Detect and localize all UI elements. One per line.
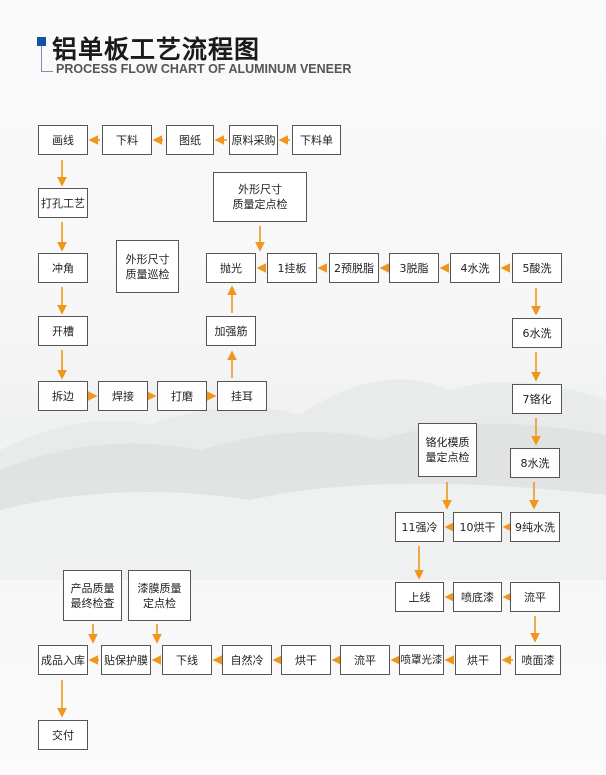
step-qiangleng: 11强冷 (395, 512, 444, 542)
step-honggan10: 10烘干 (453, 512, 502, 542)
step-shuixi6: 6水洗 (512, 318, 562, 348)
step-huaxian: 画线 (38, 125, 88, 155)
step-yutuozhi: 2预脱脂 (329, 253, 379, 283)
step-pendiqi: 喷底漆 (453, 582, 502, 612)
step-liuping1: 流平 (510, 582, 560, 612)
step-penmian: 喷面漆 (515, 645, 561, 675)
step-dakong: 打孔工艺 (38, 188, 88, 218)
step-shuixi4: 4水洗 (450, 253, 500, 283)
step-gehua: 7铬化 (512, 384, 562, 414)
step-shuixi8: 8水洗 (510, 448, 560, 478)
step-guaban: 1挂板 (267, 253, 317, 283)
step-xiaxian: 下线 (162, 645, 212, 675)
page-subtitle: PROCESS FLOW CHART OF ALUMINUM VENEER (56, 62, 352, 76)
step-tiemo: 贴保护膜 (101, 645, 151, 675)
title-accent-square (37, 37, 46, 46)
inspection-check4: 产品质量 最终检查 (63, 570, 122, 621)
step-damo: 打磨 (157, 381, 207, 411)
step-xialiao: 下料 (102, 125, 152, 155)
step-liuping2: 流平 (340, 645, 390, 675)
step-guaer: 挂耳 (217, 381, 267, 411)
step-honggan2: 烘干 (281, 645, 331, 675)
step-xialiaodan: 下料单 (292, 125, 341, 155)
step-yuanliao: 原料采购 (229, 125, 278, 155)
step-hanjie: 焊接 (98, 381, 148, 411)
step-kaicao: 开槽 (38, 316, 88, 346)
step-shangxian: 上线 (395, 582, 444, 612)
step-honggan1: 烘干 (455, 645, 501, 675)
step-tuzhi: 图纸 (166, 125, 214, 155)
step-jiaqiangjin: 加强筋 (206, 316, 256, 346)
inspection-check1: 外形尺寸 质量定点检 (213, 172, 307, 222)
step-jiaofu: 交付 (38, 720, 88, 750)
step-chunshuixi: 9纯水洗 (510, 512, 560, 542)
title-accent-line-h (41, 71, 53, 72)
inspection-check5: 漆膜质量 定点检 (128, 570, 191, 621)
title-accent-line (41, 46, 42, 72)
step-suanxi: 5酸洗 (512, 253, 562, 283)
step-paoguang: 抛光 (206, 253, 256, 283)
page-title: 铝单板工艺流程图 (52, 35, 261, 64)
inspection-check2: 外形尺寸 质量巡检 (116, 240, 179, 293)
step-penzhao: 喷罩光漆 (399, 645, 444, 675)
inspection-check3: 铬化模质 量定点检 (418, 423, 477, 477)
step-ziranleng: 自然冷 (222, 645, 272, 675)
step-chongjiao: 冲角 (38, 253, 88, 283)
step-tuozhi: 3脱脂 (389, 253, 439, 283)
step-ruku: 成品入库 (38, 645, 88, 675)
step-chaibian: 拆边 (38, 381, 88, 411)
